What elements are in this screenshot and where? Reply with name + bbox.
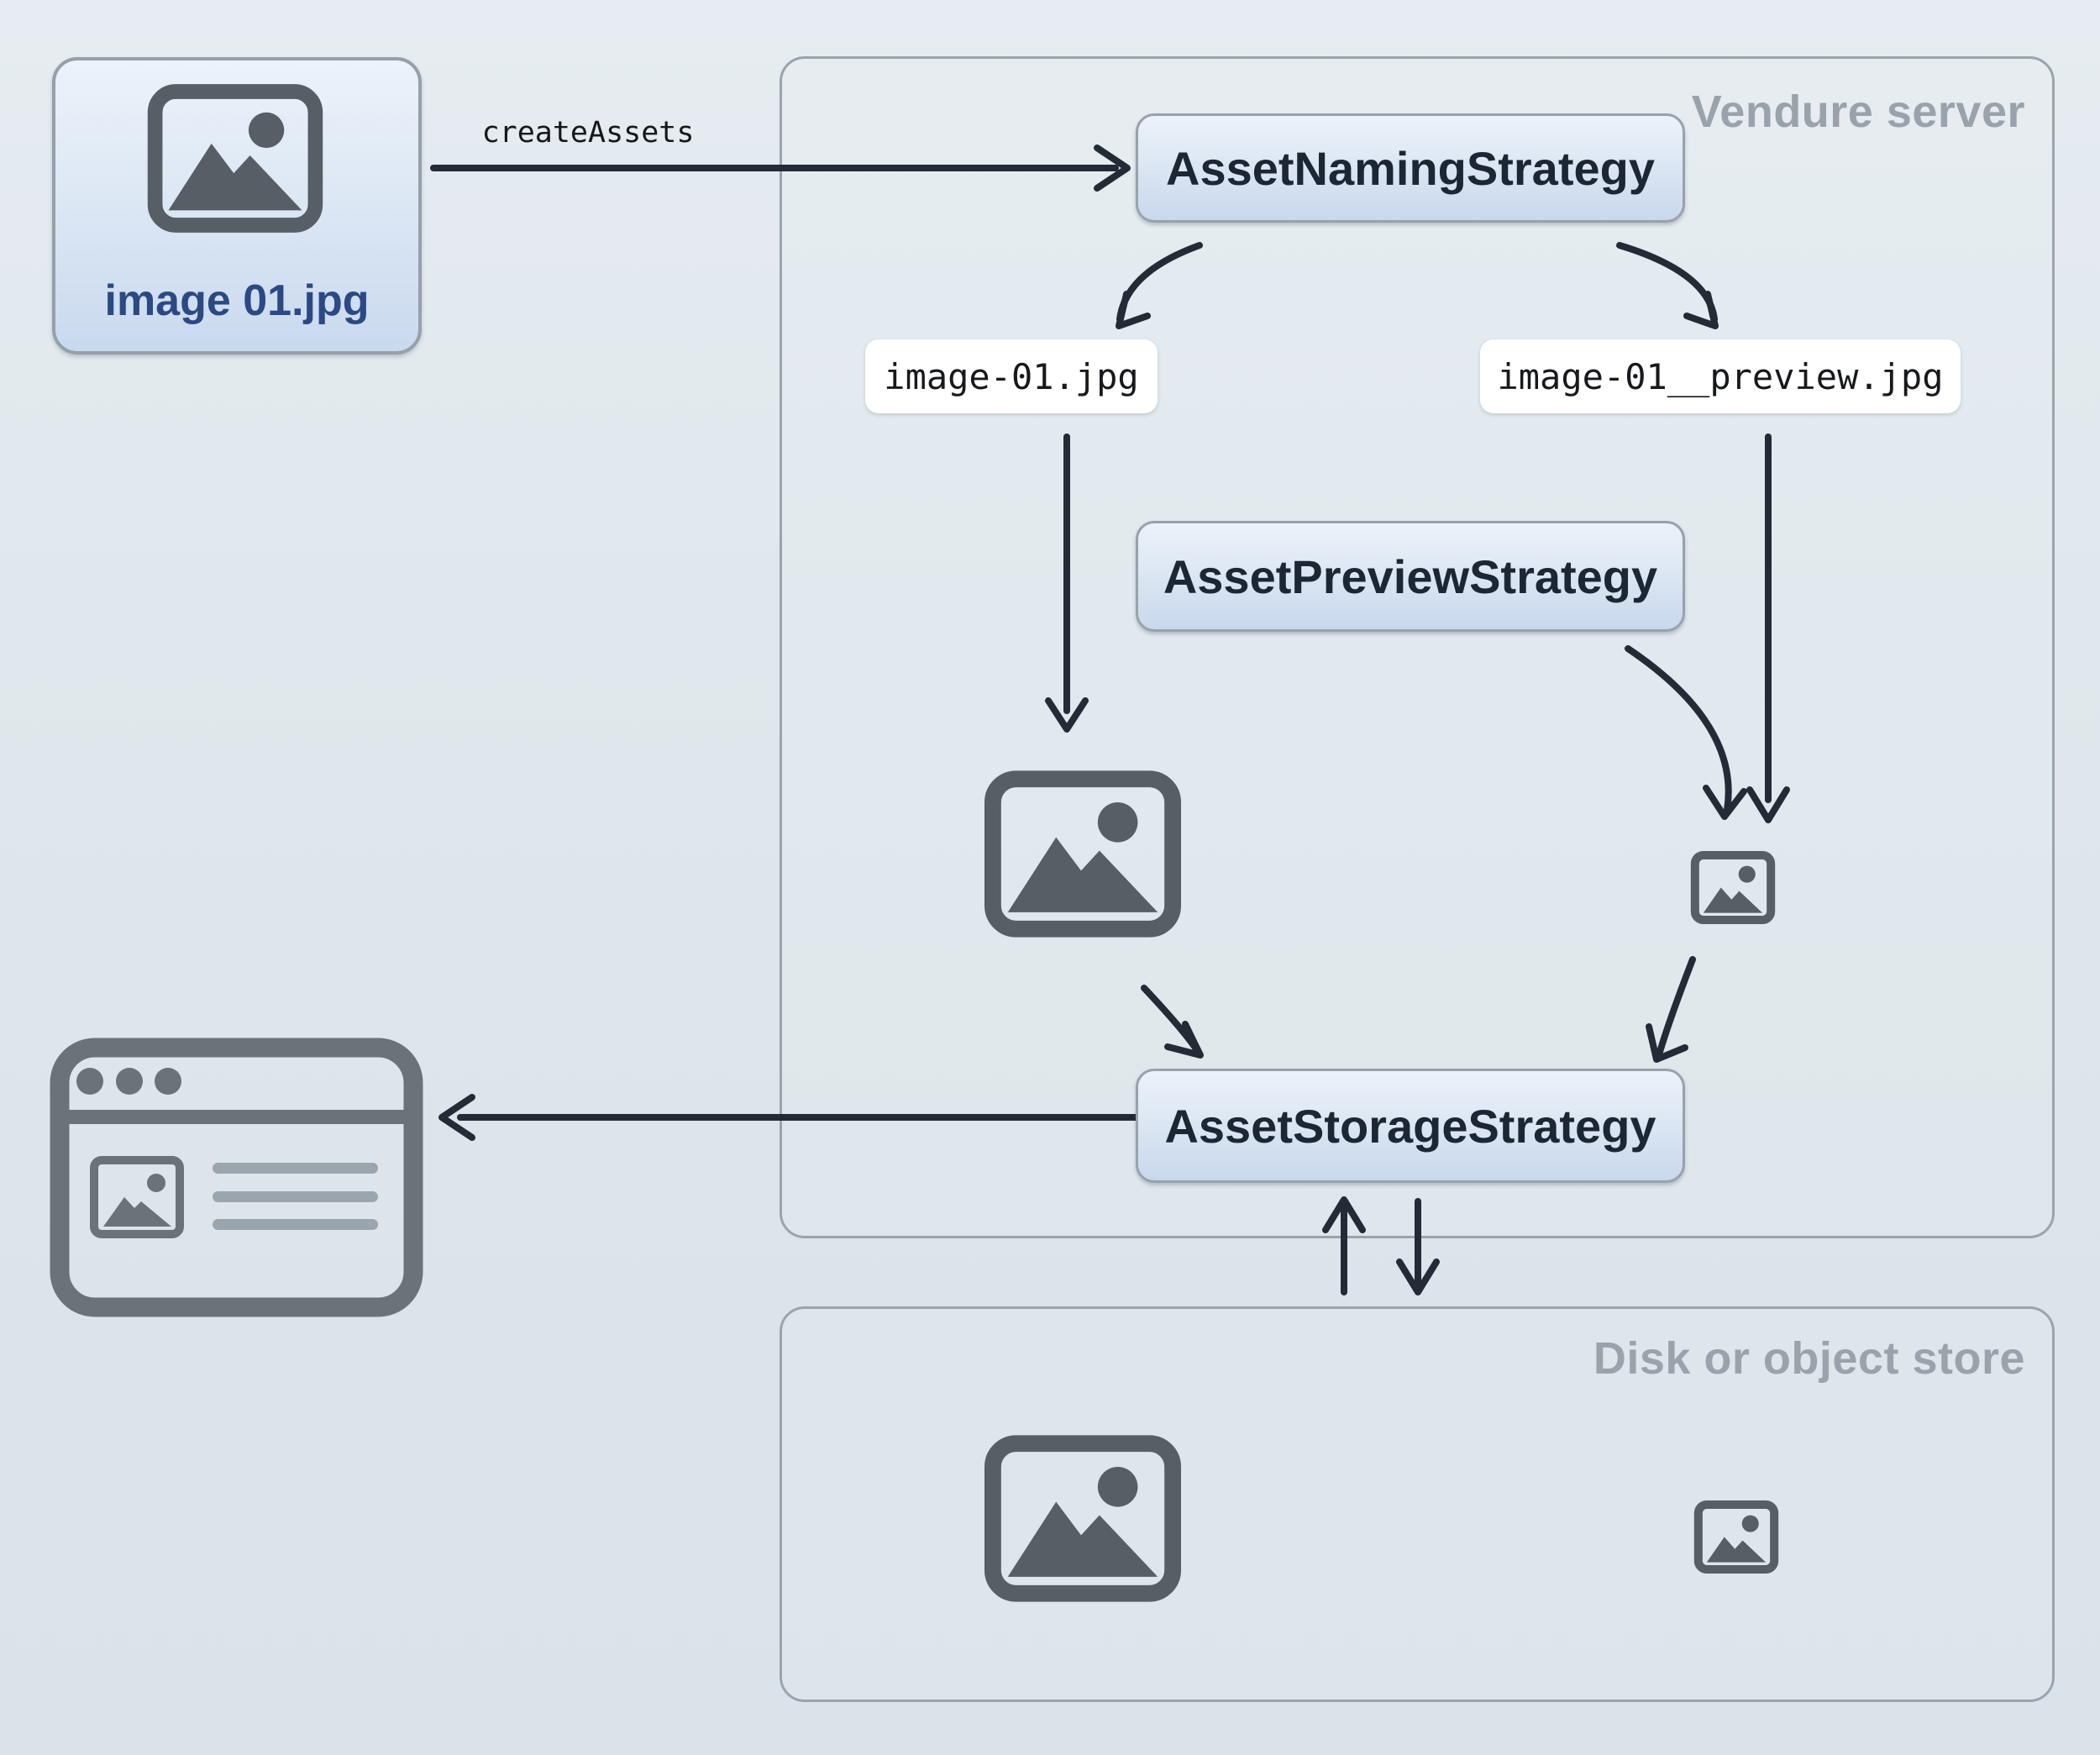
source-file-card: image 01.jpg xyxy=(52,57,422,355)
preview-image-icon xyxy=(1693,1500,1779,1574)
preview-image-icon xyxy=(1690,851,1776,924)
image-icon xyxy=(147,84,323,233)
naming-to-source-filename-arrow xyxy=(1116,242,1203,329)
image-to-storage-arrow xyxy=(1141,985,1204,1059)
source-filename-to-image-arrow xyxy=(1045,433,1089,733)
storage-to-browser-arrow xyxy=(438,1094,1139,1141)
preview-filename-to-image-arrow xyxy=(1746,433,1790,823)
browser-window-icon xyxy=(50,1038,423,1317)
preview-filename-chip: image-01__preview.jpg xyxy=(1480,339,1961,413)
asset-naming-strategy-box: AssetNamingStrategy xyxy=(1136,113,1685,223)
preview-strategy-to-image-arrow xyxy=(1625,645,1747,820)
image-icon xyxy=(984,770,1182,938)
create-assets-arrow xyxy=(430,144,1131,192)
disk-store-container: Disk or object store xyxy=(780,1306,2055,1702)
asset-preview-strategy-box: AssetPreviewStrategy xyxy=(1136,521,1685,632)
preview-image-to-storage-arrow xyxy=(1646,956,1696,1063)
browser-text-lines xyxy=(213,1163,378,1230)
vendure-server-title: Vendure server xyxy=(1691,87,2025,137)
browser-thumbnail-image-icon xyxy=(90,1156,184,1238)
source-file-name: image 01.jpg xyxy=(104,276,370,325)
storage-to-disk-arrow xyxy=(1396,1198,1440,1295)
vendure-server-container: Vendure server xyxy=(780,56,2055,1238)
asset-storage-strategy-box: AssetStorageStrategy xyxy=(1136,1069,1685,1183)
naming-to-preview-filename-arrow xyxy=(1616,242,1719,329)
disk-to-storage-arrow xyxy=(1322,1196,1366,1295)
image-icon xyxy=(984,1435,1182,1602)
create-assets-label: createAssets xyxy=(481,116,695,150)
disk-store-title: Disk or object store xyxy=(1593,1333,2025,1384)
source-filename-chip: image-01.jpg xyxy=(865,339,1158,413)
